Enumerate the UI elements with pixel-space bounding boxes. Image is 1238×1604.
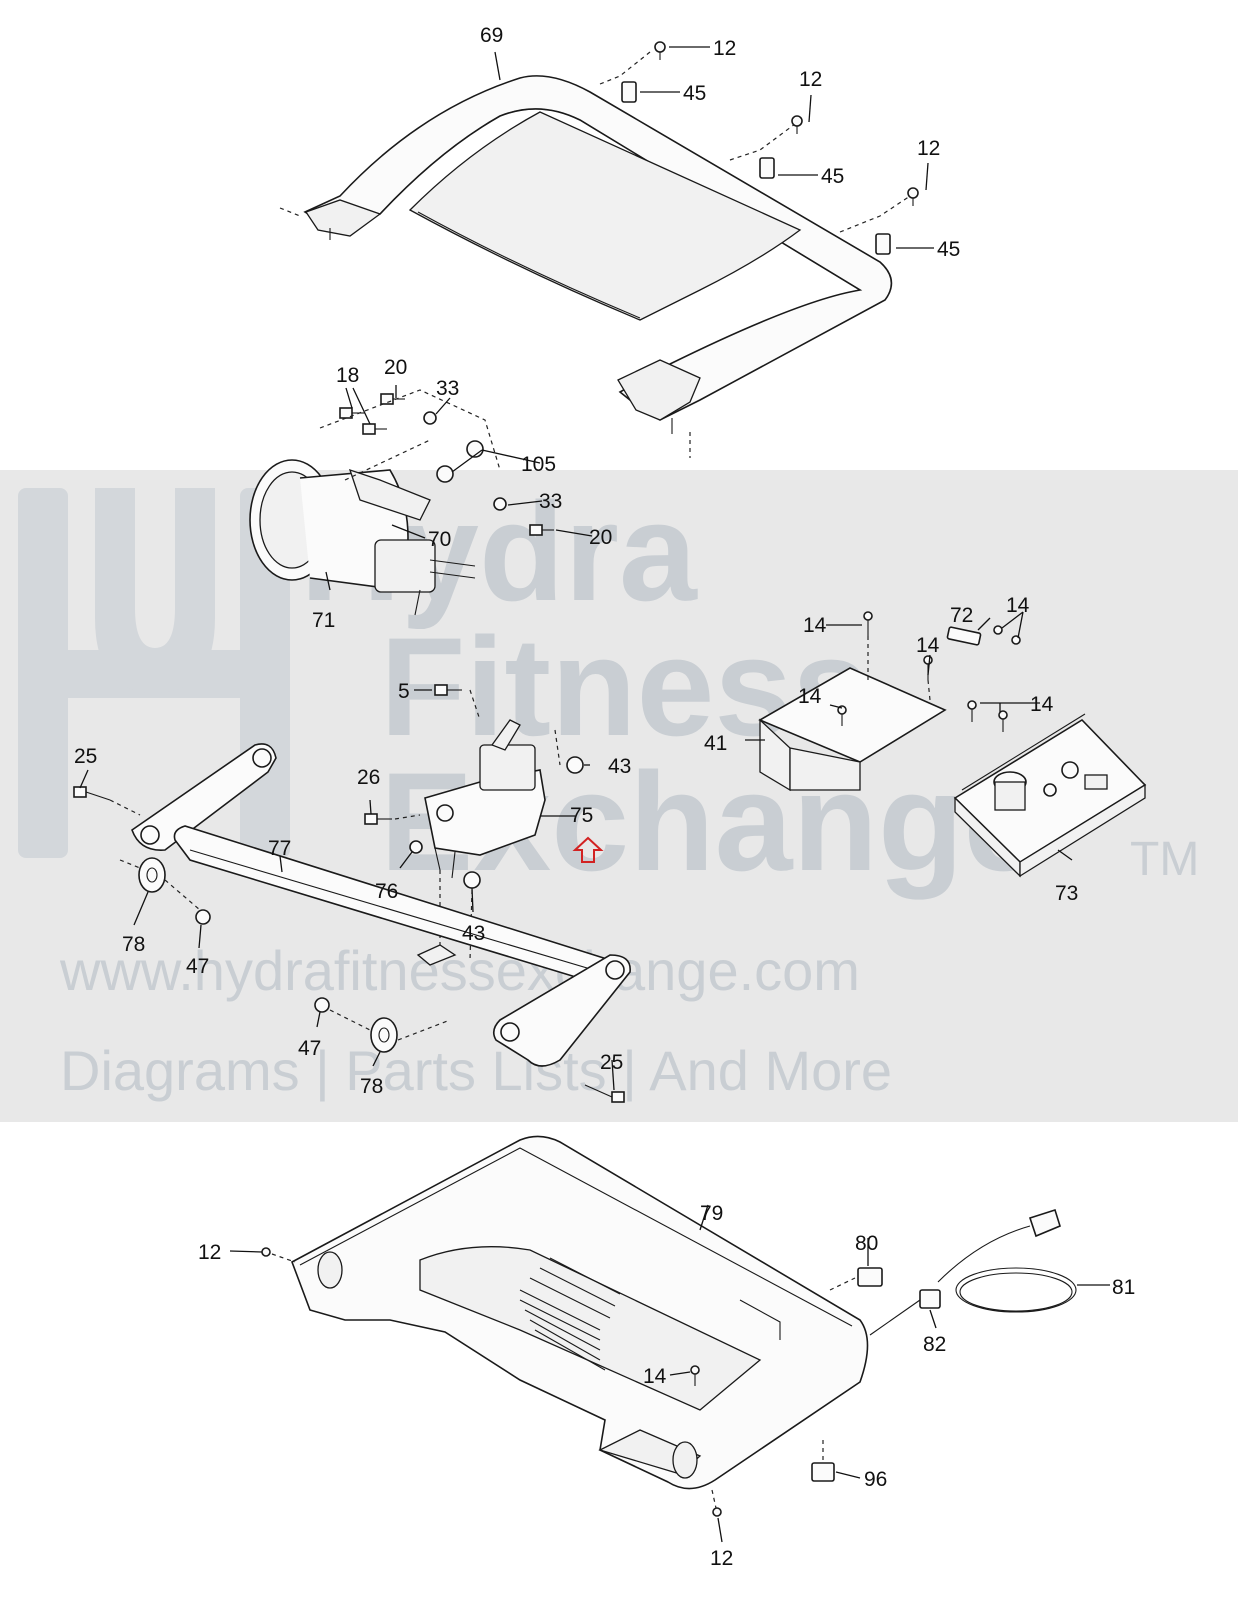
nut-105-b [436,465,454,483]
bracket-72 [946,626,982,646]
watermark-tagline: Diagrams | Parts Lists | And More [60,1039,892,1102]
callout-72: 72 [950,604,973,627]
bolt-5 [434,684,462,696]
callout-69: 69 [480,24,503,47]
callout-25: 25 [600,1051,623,1074]
screw-12-base-a [261,1247,271,1257]
callout-105: 105 [521,453,556,476]
callout-78: 78 [122,933,145,956]
callout-96: 96 [864,1468,887,1491]
clip-45-hood-3 [875,233,891,255]
callout-81: 81 [1112,1276,1135,1299]
nut-43-a [566,756,584,774]
screw-12-hood-3 [907,187,919,206]
wheel-78-a [138,857,166,893]
bolt-20-b [529,524,554,536]
callout-14: 14 [803,614,827,637]
callout-12: 12 [799,68,822,91]
washer-33-b [493,497,507,511]
nut-47-b [314,997,330,1013]
bolt-25-b [584,1084,625,1103]
washer-76 [409,840,423,854]
callout-25: 25 [74,745,97,768]
callout-77: 77 [268,837,291,860]
controller-bracket-41 [758,667,947,792]
callout-12: 12 [917,137,940,160]
filter-82 [919,1289,941,1309]
callout-33: 33 [539,490,562,513]
callout-26: 26 [357,766,380,789]
motor-hood-part [279,51,911,458]
bolt-18-a [339,407,365,419]
nut-47-a [195,909,211,925]
callout-70: 70 [428,528,451,551]
screw-12-base-b [712,1507,722,1517]
callout-78: 78 [360,1075,383,1098]
nut-43-b [463,871,481,889]
callout-47: 47 [298,1037,321,1060]
callout-20: 20 [589,526,612,549]
incline-frame-part [131,743,631,1067]
callout-20: 20 [384,356,407,379]
bolt-18-b [362,423,387,435]
callout-41: 41 [704,732,727,755]
callout-12: 12 [713,37,736,60]
screws-14-upper [837,611,1021,732]
frame-hardware [73,786,625,1103]
motor-hardware [319,389,554,536]
callout-80: 80 [855,1232,878,1255]
power-cord-81 [937,1208,1077,1313]
incline-motor-part [424,719,546,879]
clip-45-hood-1 [621,81,637,103]
callout-14: 14 [1006,594,1030,617]
callout-45: 45 [821,165,844,188]
screw-12-hood-1 [654,41,666,60]
bolt-20-a [380,393,405,405]
callout-labels: 69 12 45 12 45 12 45 18 20 33 105 33 20 … [74,24,1135,1570]
base-electronics [261,1208,1077,1517]
callout-45: 45 [937,238,960,261]
screw-14-base [690,1365,700,1386]
callout-14: 14 [643,1365,667,1388]
callout-14: 14 [798,685,822,708]
callout-14: 14 [1030,693,1054,716]
drive-motor-part [249,459,476,616]
watermark-url: www.hydrafitnessexchange.com [59,939,860,1002]
motor-controller-board-73 [953,713,1147,878]
callout-18: 18 [336,364,359,387]
leader-lines [79,46,1110,1543]
callout-73: 73 [1055,882,1078,905]
callout-71: 71 [312,609,335,632]
callout-5: 5 [398,680,410,703]
screw-12-hood-2 [791,115,803,134]
callout-33: 33 [436,377,459,400]
callout-45: 45 [683,82,706,105]
watermark-trademark: TM [1130,833,1199,886]
washer-33-a [423,411,437,425]
callout-82: 82 [923,1333,946,1356]
callout-43: 43 [608,755,631,778]
callout-14: 14 [916,634,940,657]
callout-75: 75 [570,804,593,827]
callout-76: 76 [375,880,398,903]
switch-96 [811,1462,835,1482]
clip-45-hood-2 [759,157,775,179]
callout-47: 47 [186,955,209,978]
callout-12: 12 [198,1241,221,1264]
callout-12: 12 [710,1547,733,1570]
wheel-78-b [370,1017,398,1053]
watermark-brand-line2: Fitness [380,608,870,765]
callout-43: 43 [462,922,485,945]
callout-79: 79 [700,1202,723,1225]
hood-fasteners [621,41,919,255]
switch-80 [857,1267,883,1287]
highlight-arrow-icon [572,836,604,863]
base-shroud-part [291,1135,869,1490]
watermark-logo [18,488,290,858]
